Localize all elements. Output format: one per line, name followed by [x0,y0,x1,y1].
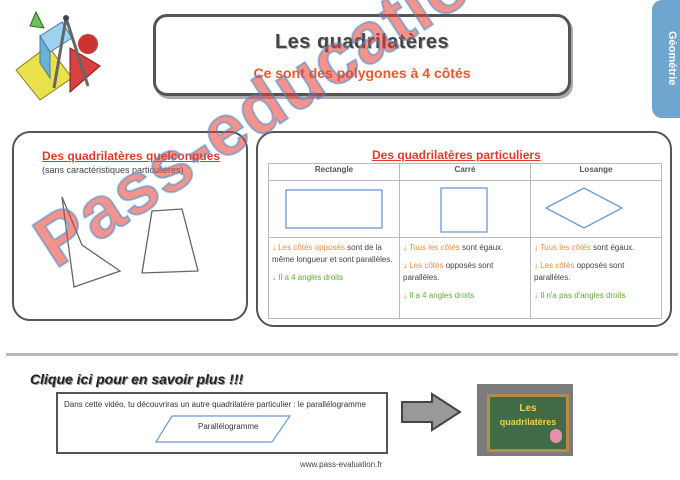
arrow-icon: ↓ [403,243,407,252]
arrow-icon: ↓ [534,243,538,252]
col-header-losange: Losange [530,163,662,181]
quadrilateral-table: Rectangle Carré Losange ↓ Les côtés oppo… [268,163,662,319]
page-subtitle: Ce sont des polygones à 4 côtés [253,65,471,81]
thumbnail-board: Les quadrilatères [487,394,569,452]
arrow-icon: ↓ [272,243,276,252]
table-header-row: Rectangle Carré Losange [268,163,662,181]
cell-carre-shape [399,180,531,238]
footer-url[interactable]: www.pass-evaluation.fr [300,460,383,469]
arrow-icon: ↓ [403,261,407,270]
learn-more-link[interactable]: Clique ici pour en savoir plus !!! [30,371,244,387]
arrow-right-icon [401,392,462,432]
parallelogram-label: Parallélogramme [198,422,259,431]
panel-quelconques: Des quadrilatères quelconques (sans cara… [12,131,248,321]
prop-item: ↓ Il a 4 angles droits [403,291,475,300]
logo-geometry [10,8,110,104]
video-description-box[interactable]: Dans cette vidéo, tu découvriras un autr… [56,392,388,454]
rectangle-shape [285,189,383,229]
panel-quelconques-title: Des quadrilatères quelconques [42,149,221,163]
square-shape [440,187,488,233]
video-description: Dans cette vidéo, tu découvriras un autr… [64,400,366,409]
video-thumbnail[interactable]: Les quadrilatères [477,384,573,456]
prop-item: ↓ Les côtés opposés sont parallèles. [403,261,494,282]
thumbnail-text-1: Les [519,403,537,414]
panel-particuliers-title: Des quadrilatères particuliers [372,148,541,162]
rhombus-shape [544,187,624,229]
col-header-carre: Carré [399,163,531,181]
page-title: Les quadrilatères [274,31,450,53]
cell-losange-shape [530,180,662,238]
cell-carre-props: ↓ Tous les côtés sont égaux. ↓ Les côtés… [399,237,531,319]
prop-item: ↓ Les côtés opposés sont de la même long… [272,243,393,264]
parallelogram-shape [154,415,292,443]
arrow-icon: ↓ [534,291,538,300]
cell-rectangle-shape [268,180,400,238]
prop-item: ↓ Il a 4 angles droits [272,273,344,282]
category-tab[interactable] [652,0,680,118]
table-shape-row [268,180,662,238]
prop-item: ↓ Il n'a pas d'angles droits [534,291,626,300]
table-props-row: ↓ Les côtés opposés sont de la même long… [268,237,662,319]
arrow-icon: ↓ [534,261,538,270]
thumbnail-text-2: quadrilatères [499,417,557,427]
prop-item: ↓ Tous les côtés sont égaux. [403,243,504,252]
prop-item: ↓ Les côtés opposés sont parallèles. [534,261,625,282]
section-divider [6,353,678,356]
arrow-icon: ↓ [272,273,276,282]
cell-rectangle-props: ↓ Les côtés opposés sont de la même long… [268,237,400,319]
owl-icon [550,429,562,443]
panel-quelconques-note: (sans caractéristiques particulières) [42,165,184,175]
cell-losange-props: ↓ Tous les côtés sont égaux. ↓ Les côtés… [530,237,662,319]
title-card: Les quadrilatères Ce sont des polygones … [153,14,571,96]
irregular-quadrilaterals [61,196,199,288]
category-tab-label: Géométrie [666,30,678,86]
col-header-rectangle: Rectangle [268,163,400,181]
arrow-icon: ↓ [403,291,407,300]
prop-item: ↓ Tous les côtés sont égaux. [534,243,635,252]
panel-particuliers: Des quadrilatères particuliers Rectangle… [256,131,672,327]
